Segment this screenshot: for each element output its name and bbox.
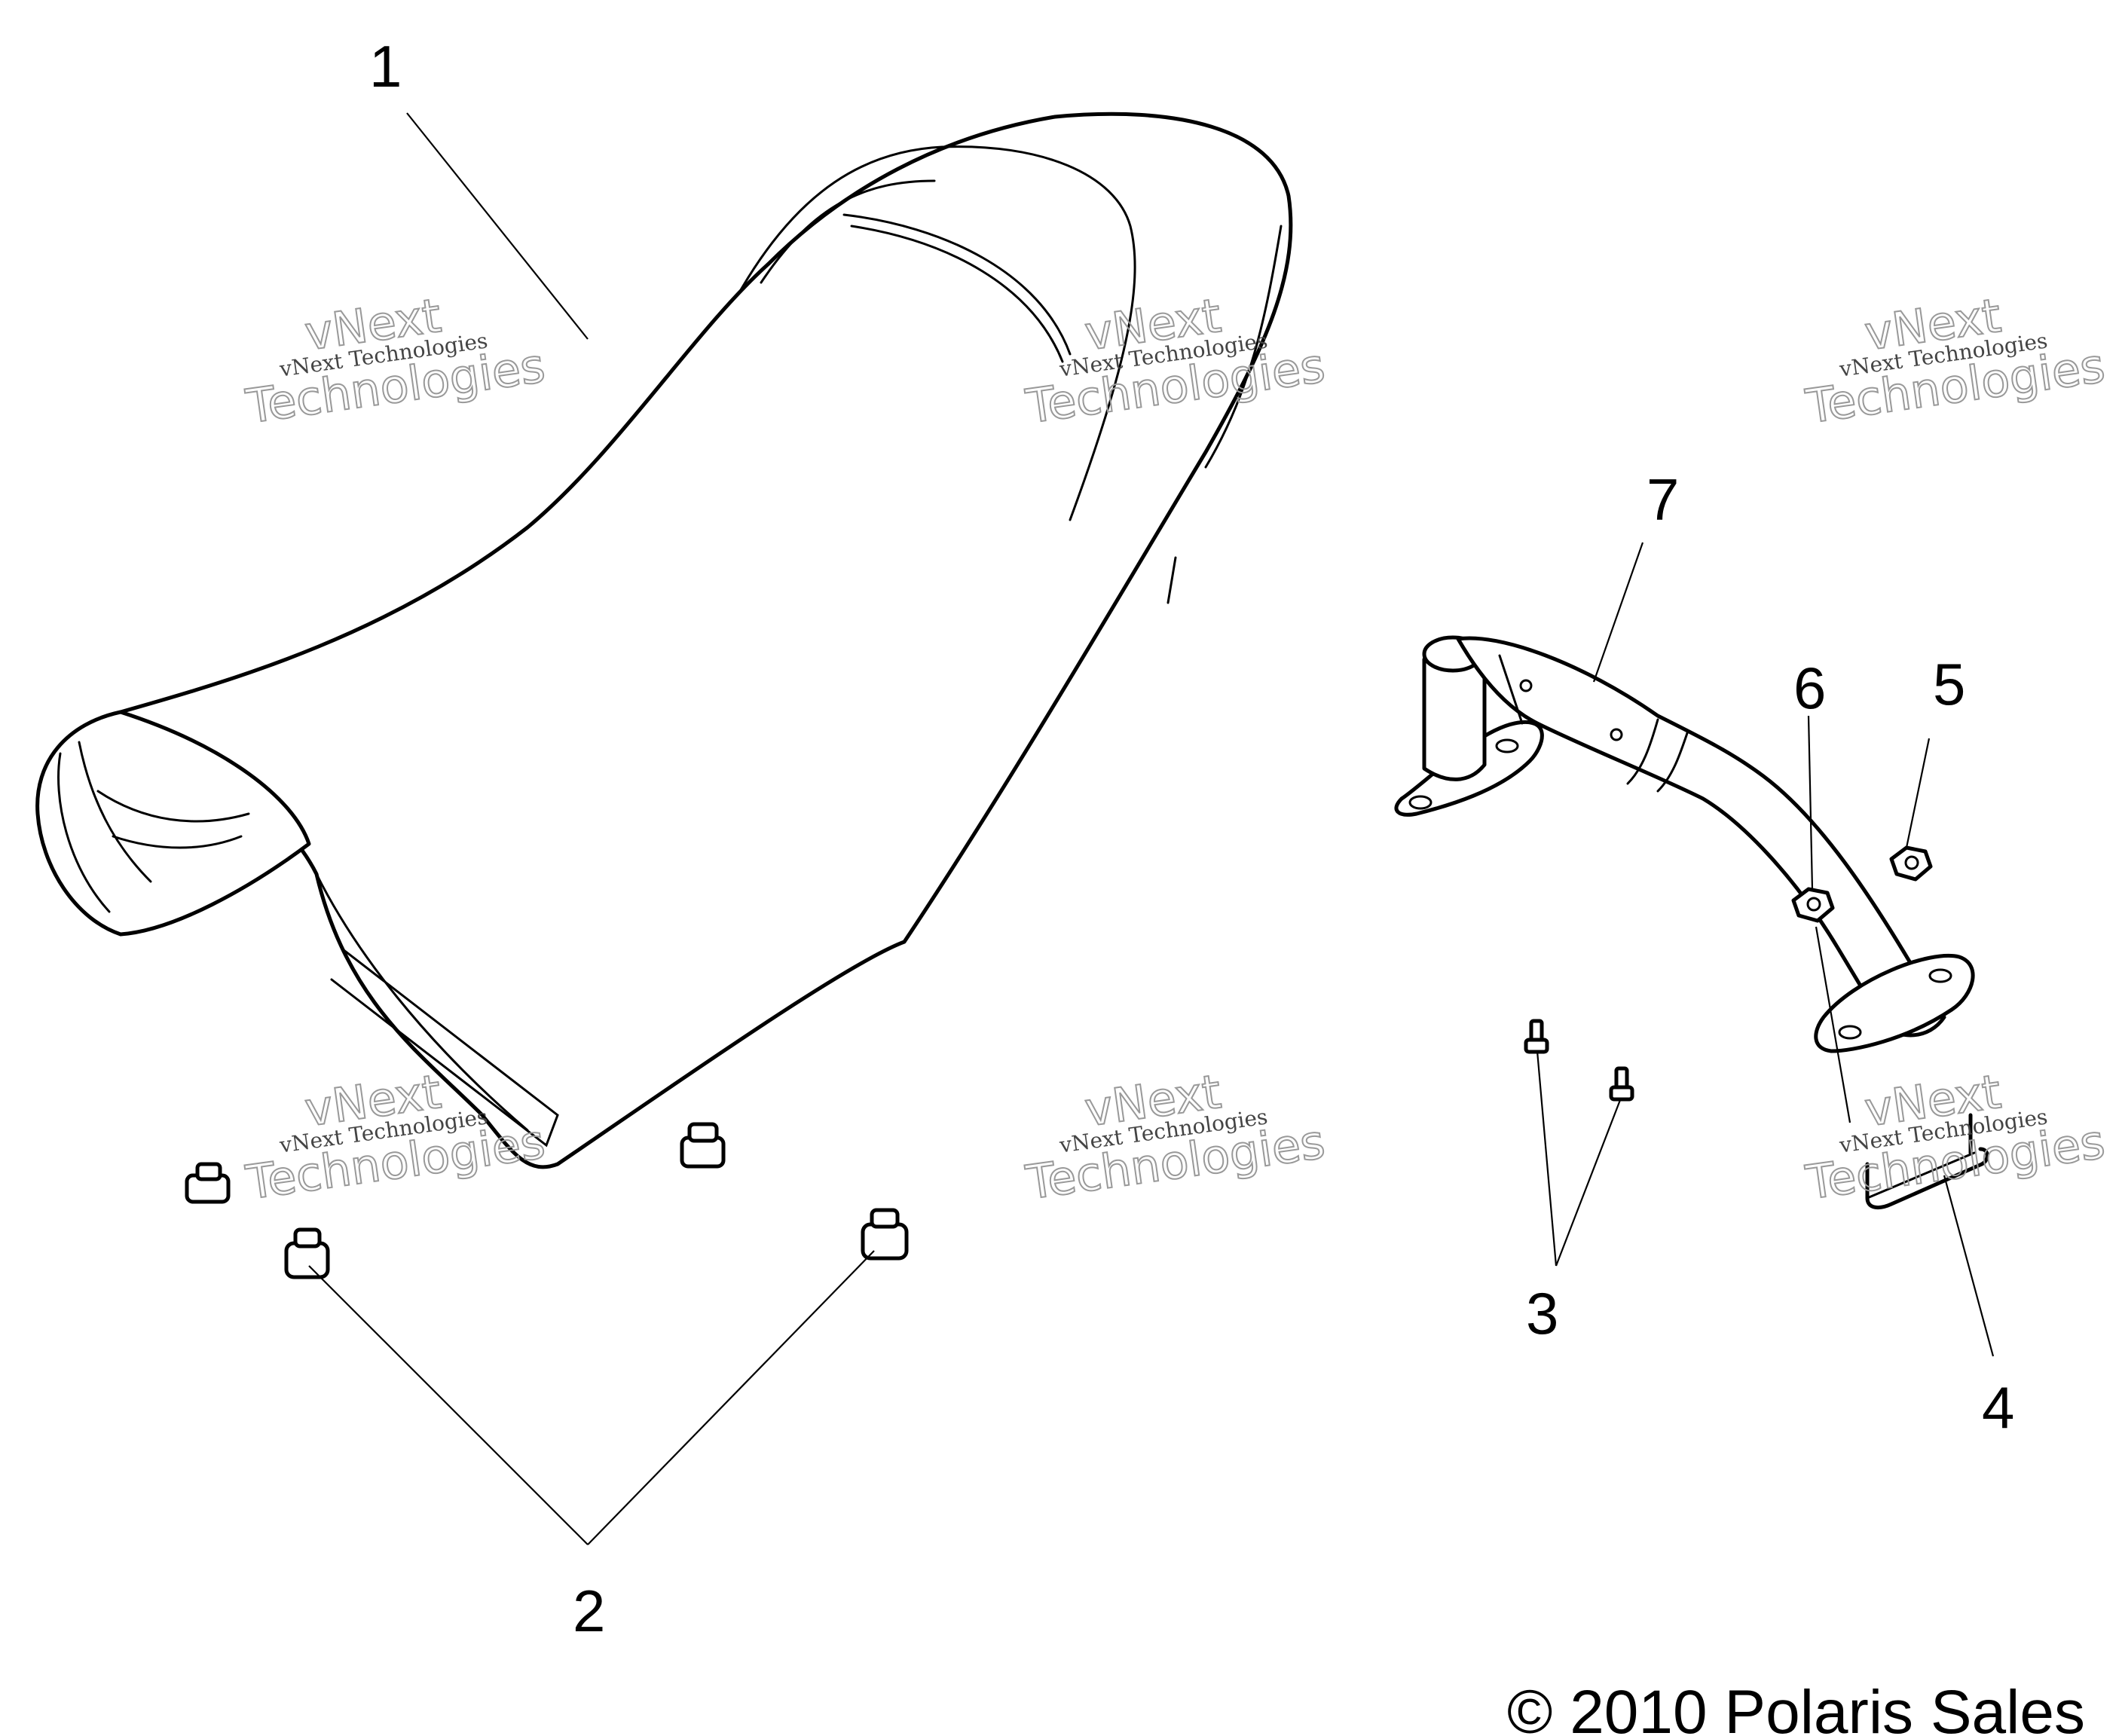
seat-grommets xyxy=(185,1122,909,1279)
grommet xyxy=(185,1162,231,1204)
grommet xyxy=(284,1227,330,1279)
leader-lines xyxy=(308,112,1995,1545)
nut-6-part xyxy=(1791,887,1835,923)
watermark: vNext vNext Technologies Technologies xyxy=(1802,1063,2109,1211)
callout-6: 6 xyxy=(1793,655,1826,721)
retainer-part xyxy=(1865,1113,1989,1209)
grab-bar-part xyxy=(1394,635,1975,1053)
leader-6 xyxy=(1807,715,1814,890)
callout-1: 1 xyxy=(369,33,402,99)
copyright-text: © 2010 Polaris Sales xyxy=(1507,1678,2085,1736)
leader-6-lower xyxy=(1815,926,1851,1123)
watermark: vNext vNext Technologies Technologies xyxy=(242,287,549,435)
leader-3b xyxy=(1555,1099,1622,1267)
bolt xyxy=(1524,1019,1549,1054)
grommet xyxy=(861,1208,909,1261)
watermark: vNext vNext Technologies Technologies xyxy=(1022,1063,1329,1211)
callout-7: 7 xyxy=(1647,466,1679,533)
watermark: vNext vNext Technologies Technologies xyxy=(1022,287,1329,435)
leader-3a xyxy=(1536,1050,1558,1267)
callout-2: 2 xyxy=(573,1578,605,1644)
leader-5 xyxy=(1905,738,1931,848)
leader-2b xyxy=(587,1250,875,1545)
leader-7 xyxy=(1592,542,1644,683)
seat-part xyxy=(35,112,1293,1169)
callout-4: 4 xyxy=(1982,1374,2014,1441)
leader-2a xyxy=(308,1265,589,1545)
leader-1 xyxy=(406,112,589,340)
callout-5: 5 xyxy=(1933,651,1965,717)
callout-3: 3 xyxy=(1526,1280,1558,1346)
watermark: vNext vNext Technologies Technologies xyxy=(1802,287,2109,435)
nut-5-part xyxy=(1889,845,1933,882)
leader-4 xyxy=(1943,1175,1995,1357)
bolts-part xyxy=(1524,1019,1634,1102)
bolt xyxy=(1609,1066,1634,1102)
grommet xyxy=(680,1122,726,1169)
callout-labels: 1 2 3 4 5 6 7 xyxy=(369,33,2014,1644)
